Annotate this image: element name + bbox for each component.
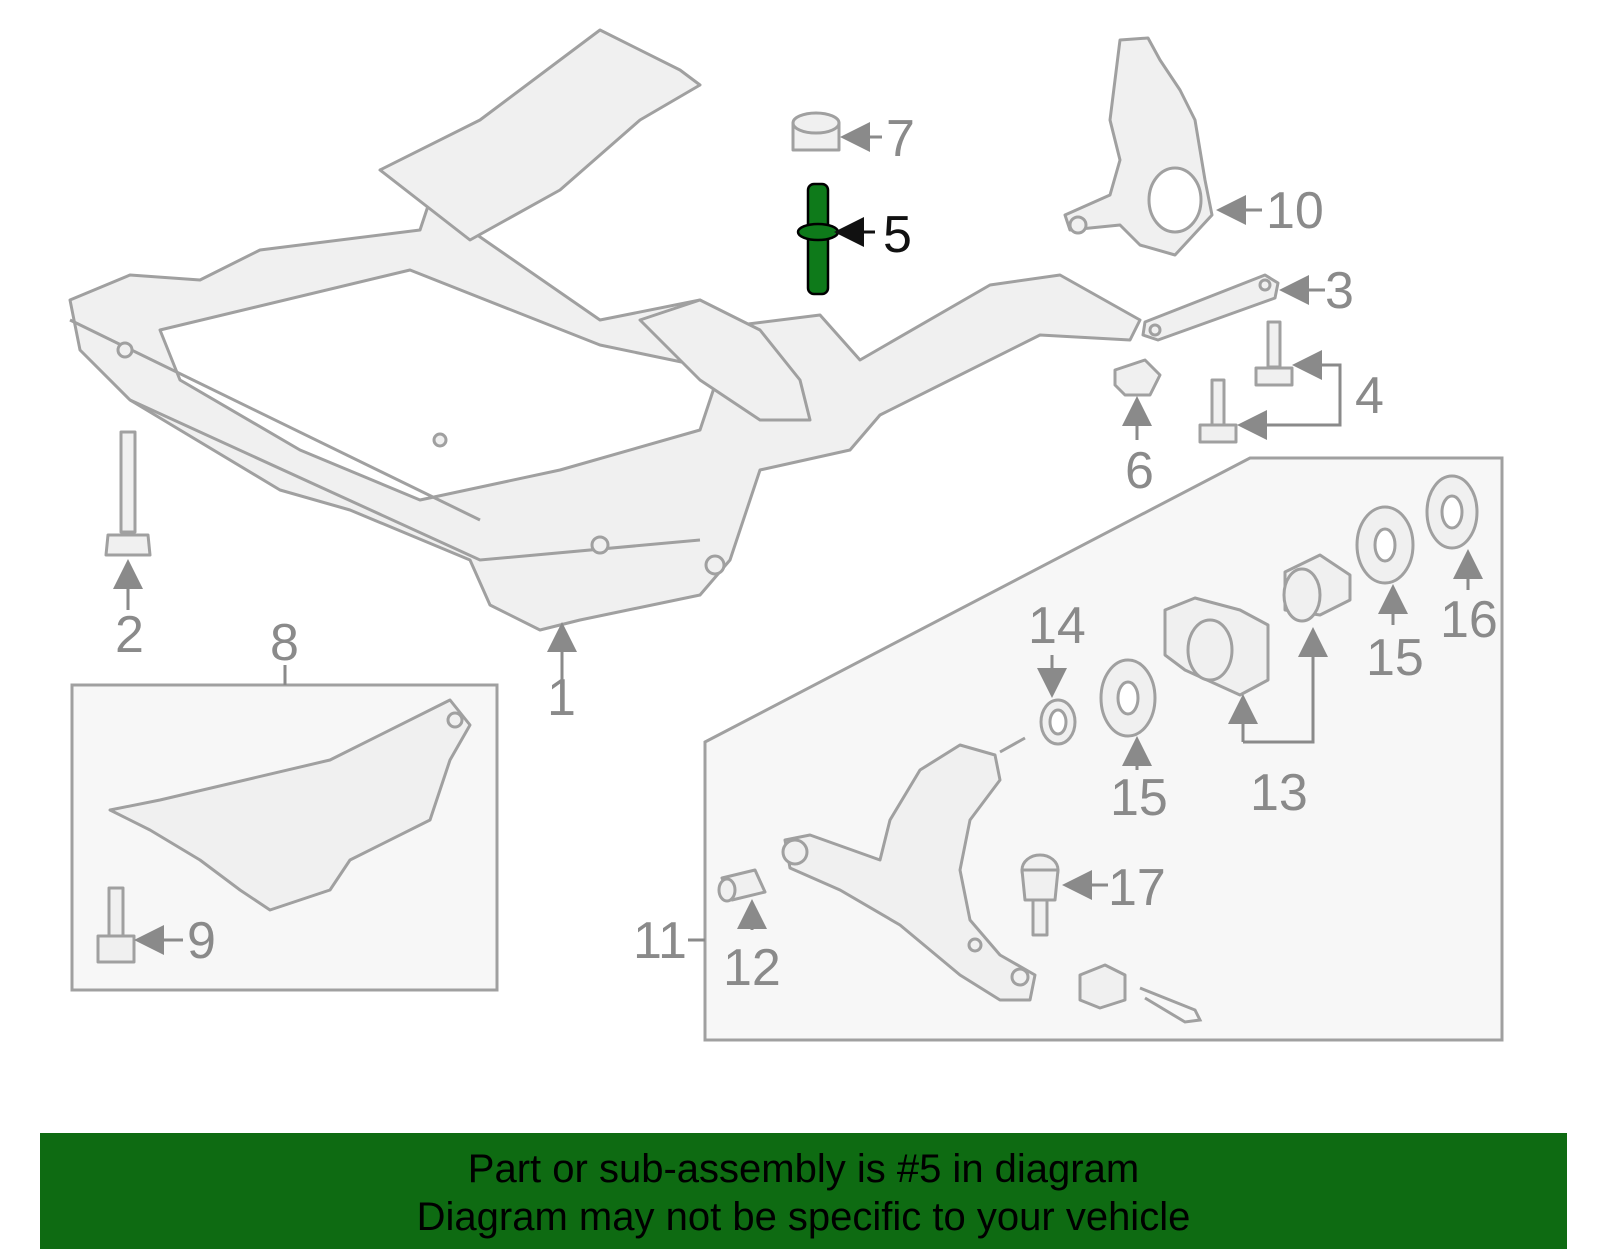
bolt-2 xyxy=(104,430,152,557)
callout-7: 7 xyxy=(886,110,915,168)
bolts-4 xyxy=(1198,320,1294,444)
callout-11: 11 xyxy=(633,912,687,970)
cotter-pin xyxy=(1139,986,1203,1024)
parts-diagram: 1 2 3 4 5 6 7 8 9 10 11 12 13 14 15 15 1… xyxy=(68,28,1504,1042)
callout-2: 2 xyxy=(115,606,144,664)
callout-4: 4 xyxy=(1355,367,1384,425)
washer-15a xyxy=(1099,658,1157,738)
callout-15b: 15 xyxy=(1366,629,1424,687)
leader-lines xyxy=(113,122,1483,955)
lower-control-arm xyxy=(781,736,1037,1002)
callout-10: 10 xyxy=(1266,182,1324,240)
callout-9: 9 xyxy=(187,912,216,970)
plate-3 xyxy=(1141,273,1280,342)
bushing-bracket-13 xyxy=(1163,553,1352,697)
washer-16 xyxy=(1425,474,1479,550)
crossmember-frame xyxy=(68,28,1142,632)
callout-1: 1 xyxy=(547,669,576,727)
callout-15a: 15 xyxy=(1110,769,1168,827)
info-banner: Part or sub-assembly is #5 in diagram Di… xyxy=(40,1133,1567,1249)
callout-5: 5 xyxy=(883,206,912,264)
callout-6: 6 xyxy=(1125,442,1154,500)
knuckle-10 xyxy=(1063,36,1214,257)
skid-plate-8 xyxy=(108,698,472,912)
washer-15b xyxy=(1355,505,1415,585)
callout-3: 3 xyxy=(1325,262,1354,320)
callout-8: 8 xyxy=(270,614,299,672)
washer-14 xyxy=(1039,698,1077,746)
callout-13: 13 xyxy=(1250,764,1308,822)
callout-12: 12 xyxy=(723,939,781,997)
castle-nut xyxy=(1078,963,1127,1010)
ball-joint-17 xyxy=(1020,853,1060,937)
callout-16: 16 xyxy=(1440,591,1498,649)
stud-bolt-5 xyxy=(796,182,840,296)
callout-17: 17 xyxy=(1108,859,1166,917)
callout-14: 14 xyxy=(1028,597,1086,655)
bushing-12 xyxy=(717,868,767,903)
bolt-9 xyxy=(96,886,136,964)
banner-line-2: Diagram may not be specific to your vehi… xyxy=(416,1195,1191,1239)
bushing-7 xyxy=(791,111,841,152)
nut-6 xyxy=(1113,358,1162,397)
banner-line-1: Part or sub-assembly is #5 in diagram xyxy=(467,1147,1140,1191)
